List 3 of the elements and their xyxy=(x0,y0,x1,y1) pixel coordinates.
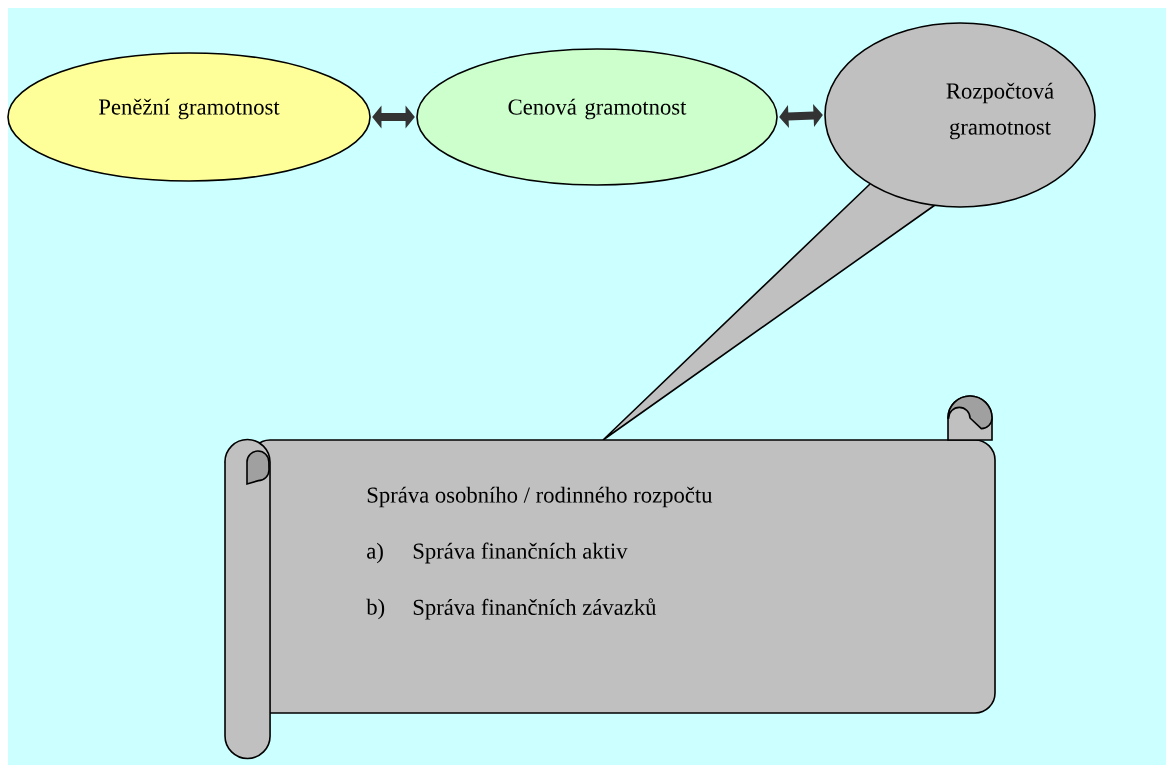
double-arrow xyxy=(779,103,823,129)
double-arrow xyxy=(372,105,415,129)
scroll-banner: Správa osobního / rodinného rozpočtu a) Správa finančních aktiv b) Správa finančních závazků xyxy=(224,395,996,760)
